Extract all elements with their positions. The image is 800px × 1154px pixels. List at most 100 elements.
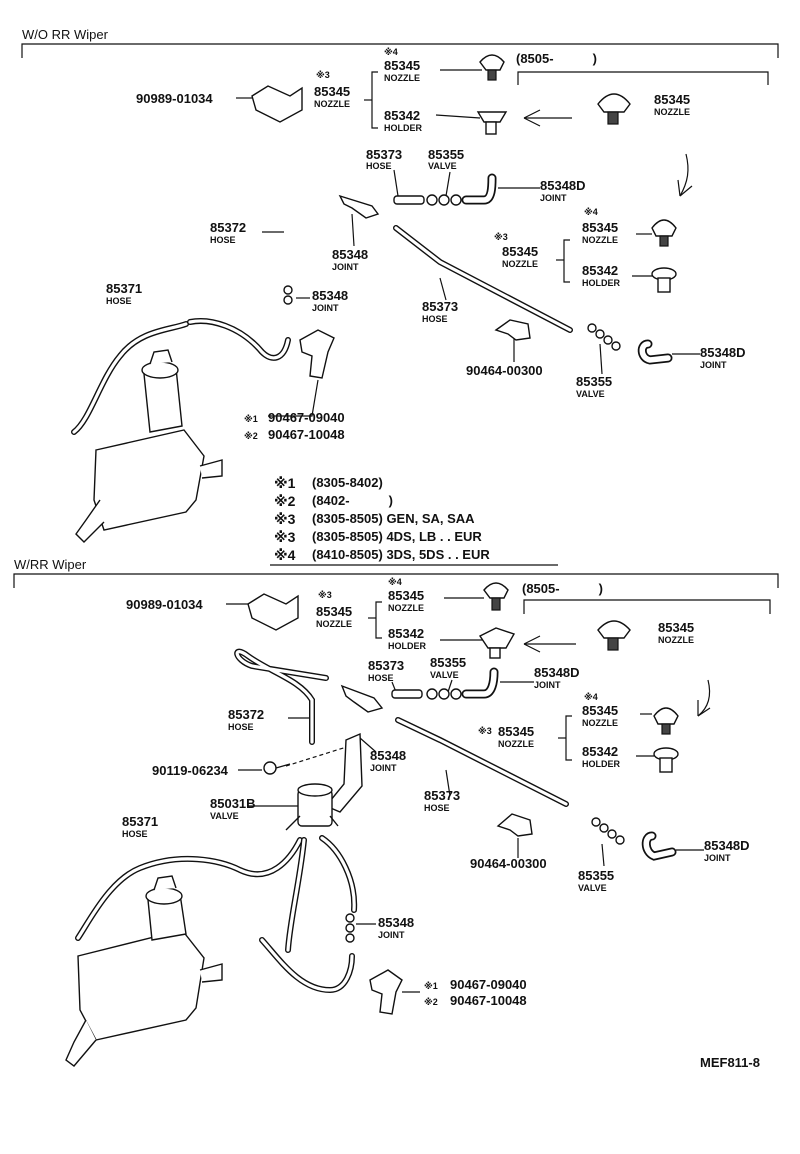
part-number: 90467-09040: [268, 410, 345, 425]
clamp-icon: [496, 813, 533, 837]
part-name: HOSE: [122, 829, 148, 839]
section-title-bottom: W/RR Wiper: [14, 557, 87, 572]
part-number: 85345: [388, 588, 424, 603]
part-name: VALVE: [576, 389, 605, 399]
mark-label: ※3: [494, 232, 508, 242]
part-name: NOZZLE: [314, 99, 350, 109]
date-range-top: (8505- ): [516, 51, 597, 66]
part-name: JOINT: [370, 763, 397, 773]
part-name: NOZZLE: [388, 603, 424, 613]
nozzle-icon: [479, 54, 505, 81]
hose-85373-short: [391, 689, 423, 699]
part-name: VALVE: [430, 670, 459, 680]
part-name: JOINT: [704, 853, 731, 863]
part-name: JOINT: [332, 262, 359, 272]
part-number: 85345: [384, 58, 420, 73]
part-number: 85345: [658, 620, 694, 635]
part-name: HOLDER: [582, 759, 621, 769]
date-bracket-bottom: [523, 599, 771, 614]
hose-85372: [231, 154, 321, 277]
note-text: (8305-8505) GEN, SA, SAA: [312, 511, 475, 526]
section-top: W/O RR Wiper (8505- ): [21, 27, 779, 543]
mark-label: ※4: [584, 207, 598, 217]
valve-85031B-icon: [285, 783, 339, 831]
note-mark: ※4: [274, 547, 296, 563]
part-number: 90467-10048: [268, 427, 345, 442]
bracket-icon: [369, 969, 403, 1015]
part-number: 85355: [578, 868, 614, 883]
holder-icon: [651, 267, 677, 293]
note-mark: ※2: [274, 493, 296, 509]
bracket-icon: [324, 732, 363, 813]
part-number: 85342: [582, 263, 618, 278]
part-number: 85371: [106, 281, 142, 296]
part-number: 85348D: [700, 345, 746, 360]
mark-label: ※4: [384, 47, 398, 57]
holder-icon: [653, 747, 679, 773]
nozzle-icon: [597, 620, 631, 651]
clip-icon: [247, 593, 299, 631]
part-number: 85342: [388, 626, 424, 641]
nozzle-icon: [597, 93, 631, 125]
mark-label: ※1: [424, 981, 438, 991]
mark-label: ※3: [318, 590, 332, 600]
part-number: 85345: [498, 724, 534, 739]
mark-label: ※1: [244, 414, 258, 424]
valve-icon: [587, 323, 621, 351]
part-number: 85355: [428, 147, 464, 162]
part-name: NOZZLE: [384, 73, 420, 83]
section-title-top: W/O RR Wiper: [22, 27, 109, 42]
mark-label: ※4: [584, 692, 598, 702]
note-text: (8410-8505) 3DS, 5DS . . EUR: [312, 547, 490, 562]
note-mark: ※3: [274, 511, 296, 527]
part-number: 90467-10048: [450, 993, 527, 1008]
part-number: 90989-01034: [126, 597, 203, 612]
part-number: 85031B: [210, 796, 256, 811]
bracket-icon: [299, 329, 335, 379]
mark-label: ※2: [244, 431, 258, 441]
part-number: 85345: [314, 84, 350, 99]
nozzle-icon: [651, 219, 677, 247]
part-number: 85345: [654, 92, 690, 107]
part-number: 90989-01034: [136, 91, 213, 106]
joint-icon: [340, 684, 384, 713]
section-bottom: W/RR Wiper (8505- ): [13, 557, 779, 1067]
part-name: HOLDER: [582, 278, 621, 288]
date-range-bottom: (8505- ): [522, 581, 603, 596]
part-number: 85348D: [540, 178, 586, 193]
part-name: NOZZLE: [582, 235, 618, 245]
part-number: 85342: [384, 108, 420, 123]
joint-icon: [283, 285, 293, 305]
part-number: 85373: [368, 658, 404, 673]
section-bracket-top: [21, 43, 779, 58]
mark-label: ※4: [388, 577, 402, 587]
part-number: 90119-06234: [152, 763, 229, 778]
bracket-nozzle-right: [563, 239, 570, 283]
part-name: JOINT: [534, 680, 561, 690]
part-number: 85348: [332, 247, 368, 262]
part-number: 85345: [502, 244, 538, 259]
washer-tank-icon: [75, 349, 223, 543]
part-number: 85348: [370, 748, 406, 763]
holder-icon: [478, 627, 516, 659]
part-number: 85348D: [704, 838, 750, 853]
clamp-icon: [494, 319, 531, 341]
part-number: 90464-00300: [466, 363, 543, 378]
part-name: NOZZLE: [658, 635, 694, 645]
note-mark: ※3: [274, 529, 296, 545]
bracket-nozzle-upper: [371, 71, 378, 129]
valve-icon: [426, 194, 462, 206]
nozzle-icon: [653, 707, 679, 735]
part-number: 85348D: [534, 665, 580, 680]
part-name: HOSE: [228, 722, 254, 732]
part-name: VALVE: [578, 883, 607, 893]
part-name: JOINT: [700, 360, 727, 370]
part-number: 85373: [422, 299, 458, 314]
note-mark: ※1: [274, 475, 296, 491]
note-text: (8305-8505) 4DS, LB . . EUR: [312, 529, 482, 544]
part-name: HOSE: [106, 296, 132, 306]
bolt-icon: [263, 761, 291, 775]
part-number: 85348: [378, 915, 414, 930]
valve-icon: [426, 688, 462, 700]
part-number: 85345: [316, 604, 352, 619]
